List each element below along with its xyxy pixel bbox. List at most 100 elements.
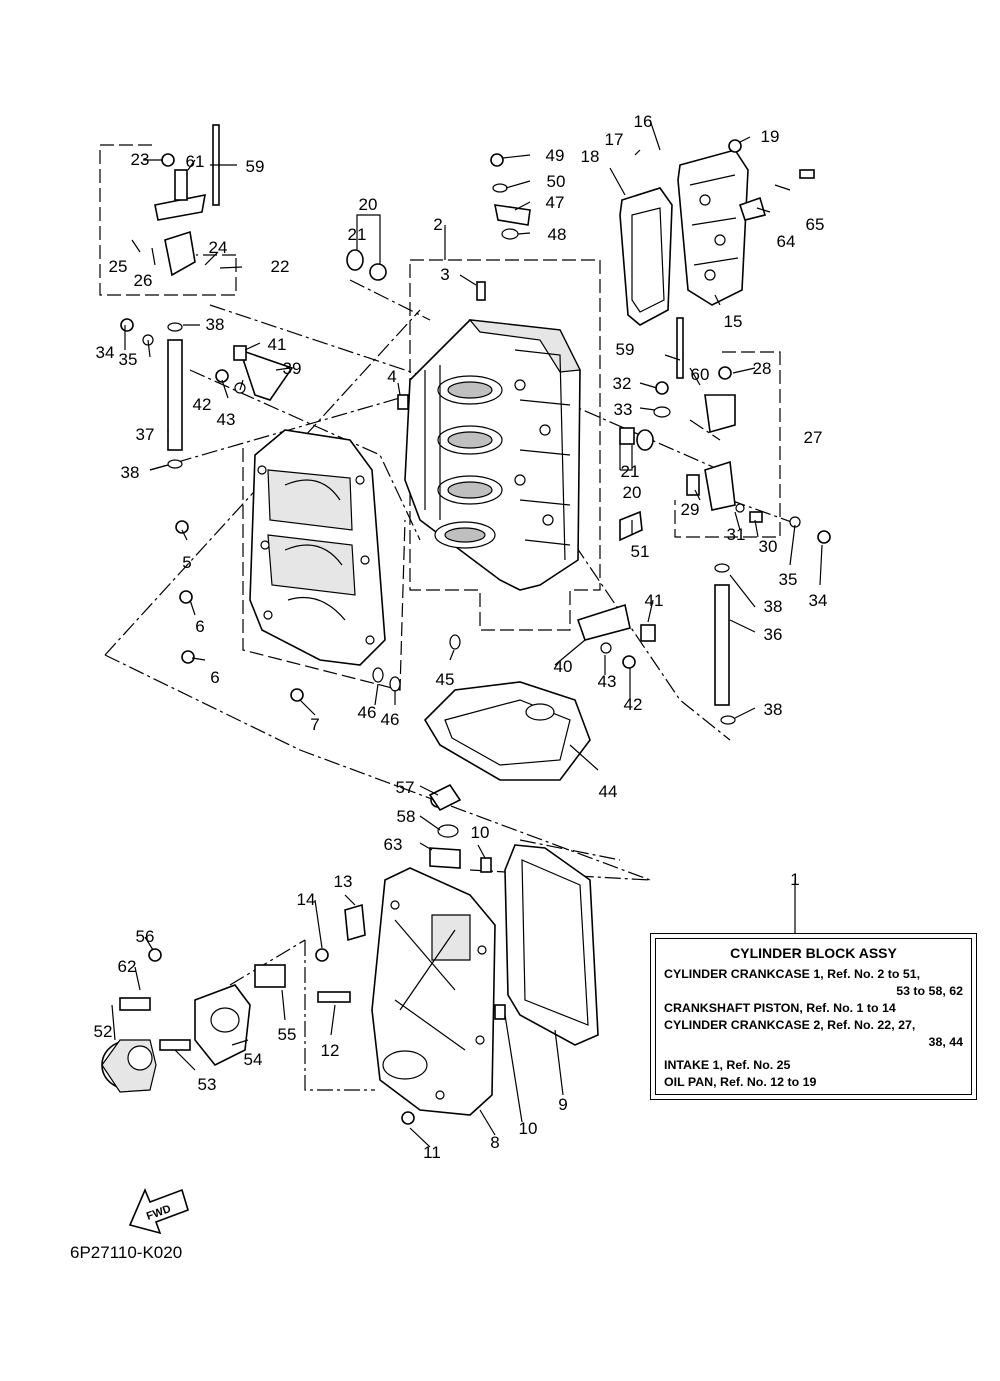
crankcase bbox=[249, 429, 386, 666]
callout-label: 21 bbox=[621, 462, 640, 481]
callout-label: 50 bbox=[547, 172, 566, 191]
cylinder-block-outline-box bbox=[409, 259, 601, 631]
subassembly-27-box bbox=[674, 351, 781, 538]
callout-label: 41 bbox=[645, 591, 664, 610]
callout-label: 2 bbox=[433, 215, 442, 234]
callout-label: 29 bbox=[681, 500, 700, 519]
callout-label: 39 bbox=[283, 359, 302, 378]
callout-label: 19 bbox=[761, 127, 780, 146]
callout-label: 32 bbox=[613, 374, 632, 393]
callout-label: 62 bbox=[118, 957, 137, 976]
callout-label: 34 bbox=[809, 591, 828, 610]
reference-lines bbox=[104, 279, 801, 1091]
assembly-legend-box: CYLINDER BLOCK ASSY CYLINDER CRANKCASE 1… bbox=[650, 933, 977, 1100]
cylinder-block bbox=[404, 319, 581, 591]
callout-label: 51 bbox=[631, 542, 650, 561]
oil-filter-housing bbox=[194, 984, 251, 1067]
callout-label: 63 bbox=[384, 835, 403, 854]
callout-label: 18 bbox=[581, 147, 600, 166]
callout-label: 41 bbox=[268, 335, 287, 354]
callout-label: 61 bbox=[186, 152, 205, 171]
callout-label: 44 bbox=[599, 782, 618, 801]
callout-label: 13 bbox=[334, 872, 353, 891]
subassembly-22-box bbox=[99, 144, 237, 296]
callout-label: 21 bbox=[348, 225, 367, 244]
callout-label: 26 bbox=[134, 271, 153, 290]
legend-row: CYLINDER CRANKCASE 2, Ref. No. 22, 27, bbox=[664, 1018, 916, 1032]
callout-label: 34 bbox=[96, 343, 115, 362]
callout-label: 9 bbox=[558, 1095, 567, 1114]
callout-label: 57 bbox=[396, 778, 415, 797]
callout-label: 35 bbox=[119, 350, 138, 369]
leader-lines bbox=[111, 119, 823, 1148]
callout-label: 16 bbox=[634, 112, 653, 131]
callout-label: 38 bbox=[121, 463, 140, 482]
legend-row: CRANKSHAFT PISTON, Ref. No. 1 to 14 bbox=[664, 1001, 896, 1015]
callout-label: 8 bbox=[490, 1133, 499, 1152]
oil-filter bbox=[101, 1039, 157, 1093]
callout-label: 6 bbox=[195, 617, 204, 636]
callout-label: 43 bbox=[598, 672, 617, 691]
oil-pan-gasket bbox=[504, 844, 599, 1046]
callout-label: 27 bbox=[804, 428, 823, 447]
callout-label: 22 bbox=[271, 257, 290, 276]
callout-label: 60 bbox=[691, 365, 710, 384]
callout-label: 24 bbox=[209, 238, 228, 257]
legend-row: OIL PAN, Ref. No. 12 to 19 bbox=[664, 1075, 817, 1089]
exhaust-cover bbox=[677, 149, 749, 306]
callout-label: 11 bbox=[423, 1143, 441, 1162]
callout-label: 38 bbox=[764, 597, 783, 616]
legend-row-continued: 53 to 58, 62 bbox=[896, 984, 963, 998]
callout-label: 46 bbox=[381, 710, 400, 729]
callout-label: 65 bbox=[806, 215, 825, 234]
callout-label: 37 bbox=[136, 425, 155, 444]
water-tube-36 bbox=[714, 584, 730, 706]
cylinder-gasket bbox=[423, 681, 591, 781]
legend-row: INTAKE 1, Ref. No. 25 bbox=[664, 1058, 791, 1072]
callout-labels: 2345667891010111213141516171819202021212… bbox=[94, 112, 828, 1162]
water-tube-37 bbox=[167, 339, 183, 451]
callout-label: 56 bbox=[136, 927, 155, 946]
crankcase-outline-box bbox=[242, 448, 406, 691]
legend-row: CYLINDER CRANKCASE 1, Ref. No. 2 to 51, bbox=[664, 967, 921, 981]
callout-label: 42 bbox=[193, 395, 212, 414]
callout-label: 53 bbox=[198, 1075, 217, 1094]
callout-label: 28 bbox=[753, 359, 772, 378]
callout-label: 20 bbox=[623, 483, 642, 502]
callout-label: 35 bbox=[779, 570, 798, 589]
callout-label: 5 bbox=[182, 553, 191, 572]
callout-label: 20 bbox=[359, 195, 378, 214]
callout-label: 10 bbox=[519, 1119, 538, 1138]
callout-label: 12 bbox=[321, 1041, 340, 1060]
callout-label: 15 bbox=[724, 312, 743, 331]
callout-label: 33 bbox=[614, 400, 633, 419]
callout-label: 36 bbox=[764, 625, 783, 644]
callout-label: 17 bbox=[605, 130, 624, 149]
callout-label: 38 bbox=[764, 700, 783, 719]
assembly-ref-label: 1 bbox=[790, 870, 799, 889]
callout-label: 43 bbox=[217, 410, 236, 429]
callout-label: 40 bbox=[554, 657, 573, 676]
callout-label: 31 bbox=[727, 525, 746, 544]
callout-label: 4 bbox=[387, 367, 396, 386]
exhaust-gasket bbox=[619, 187, 673, 326]
drawing-code: 6P27110-K020 bbox=[70, 1243, 183, 1262]
callout-label: 14 bbox=[297, 890, 316, 909]
callout-label: 30 bbox=[759, 537, 778, 556]
callout-label: 54 bbox=[244, 1050, 263, 1069]
callout-label: 47 bbox=[546, 193, 565, 212]
callout-label: 25 bbox=[109, 257, 128, 276]
callout-label: 45 bbox=[436, 670, 455, 689]
callout-label: 64 bbox=[777, 232, 796, 251]
legend-title: CYLINDER BLOCK ASSY bbox=[730, 945, 897, 961]
callout-label: 52 bbox=[94, 1022, 113, 1041]
callout-label: 42 bbox=[624, 695, 643, 714]
callout-label: 7 bbox=[310, 715, 319, 734]
fwd-arrow-icon: FWD bbox=[128, 1187, 189, 1235]
callout-label: 3 bbox=[440, 265, 449, 284]
callout-label: 23 bbox=[131, 150, 150, 169]
callout-label: 38 bbox=[206, 315, 225, 334]
callout-label: 46 bbox=[358, 703, 377, 722]
legend-row-continued: 38, 44 bbox=[928, 1035, 963, 1049]
